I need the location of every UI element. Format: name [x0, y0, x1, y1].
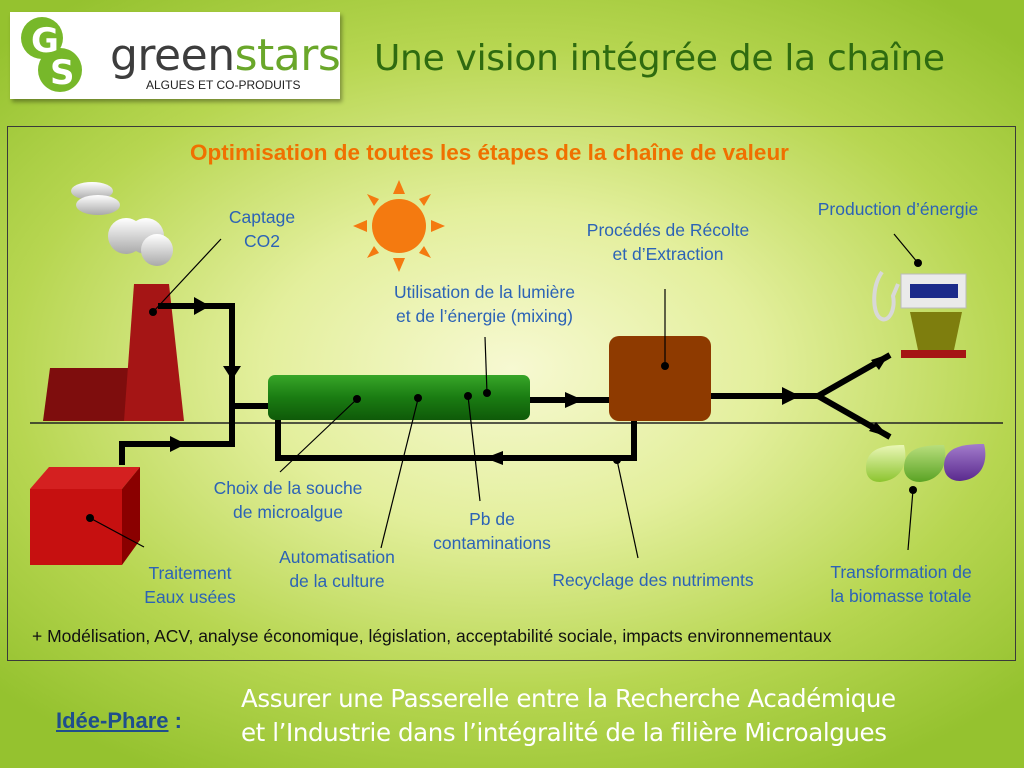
label-recyclage-nutriments: Recyclage des nutriments	[530, 568, 776, 592]
label-production-energie: Production d’énergie	[800, 197, 996, 221]
footnote: + Modélisation, ACV, analyse économique,…	[32, 626, 831, 647]
smoke-clouds-icon	[71, 182, 173, 266]
diagram-subtitle: Optimisation de toutes les étapes de la …	[190, 140, 789, 166]
mission-statement: Assurer une Passerelle entre la Recherch…	[241, 682, 896, 750]
wastewater-box-icon	[30, 467, 140, 565]
biomass-leaves-icon	[866, 444, 985, 482]
idee-phare-label: Idée-Phare :	[56, 708, 182, 734]
sun-icon	[353, 180, 445, 272]
harvester-icon	[609, 336, 711, 421]
fuel-pump-icon	[874, 272, 966, 358]
photobioreactor-icon	[268, 375, 530, 420]
